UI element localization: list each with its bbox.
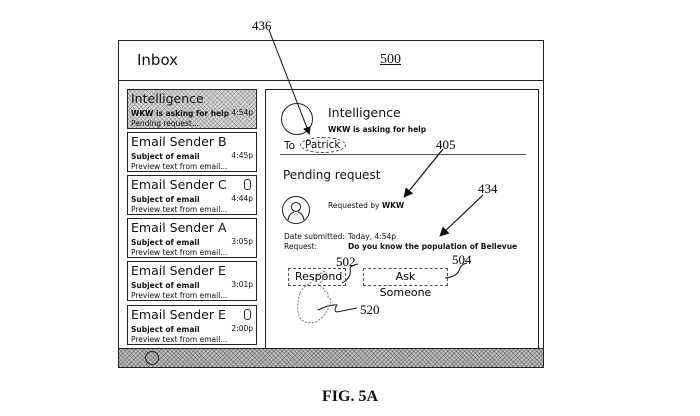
email-sender: Email Sender C (131, 177, 227, 192)
respond-button[interactable]: Respond (288, 268, 346, 286)
hand-tap-icon (297, 271, 332, 324)
email-preview: Preview text from email... (131, 205, 228, 214)
ref-436: 436 (252, 18, 272, 33)
person-icon (287, 201, 305, 221)
requester-avatar (282, 196, 310, 224)
email-sender: Email Sender E (131, 263, 226, 278)
email-time: 3:01p (231, 280, 253, 289)
ref-504: 504 (452, 252, 472, 267)
leader-line-436 (268, 29, 311, 135)
email-sender: Intelligence (131, 91, 204, 106)
sender-avatar (281, 103, 313, 135)
paperclip-icon (244, 179, 251, 190)
email-preview: Pending request... (131, 119, 200, 128)
email-subject: Subject of email (131, 325, 200, 334)
ref-434: 434 (478, 181, 498, 196)
leader-line-504 (444, 262, 468, 279)
request-value: Do you know the population of Bellevue (348, 242, 518, 251)
email-subject: Subject of email (131, 152, 200, 161)
bottom-bar (119, 348, 543, 367)
email-detail-panel: Intelligence WKW is asking for help To P… (265, 89, 539, 350)
email-sender: Email Sender E (131, 307, 226, 322)
title-bar: Inbox 500 (119, 41, 543, 81)
window-title: Inbox (137, 51, 179, 69)
ref-520: 520 (360, 302, 380, 317)
leader-line-520 (317, 304, 358, 313)
email-time: 2:00p (231, 324, 253, 333)
detail-sender: Intelligence (328, 105, 401, 120)
email-time: 4:54p (231, 108, 253, 117)
email-sender: Email Sender A (131, 220, 227, 235)
recipient-name[interactable]: Patrick (300, 137, 346, 153)
leader-line-502 (341, 263, 359, 284)
email-subject: WKW is asking for help (131, 109, 230, 118)
pending-request-title: Pending request (283, 168, 381, 182)
ask-someone-button[interactable]: Ask Someone (363, 268, 448, 299)
requester-name: WKW (381, 201, 405, 210)
requested-by-prefix: Requested by (328, 201, 382, 210)
email-time: 4:45p (231, 151, 253, 160)
figure-caption: FIG. 5A (322, 388, 378, 405)
email-time: 3:05p (231, 237, 253, 246)
requested-by: Requested by WKW (328, 201, 404, 210)
request-label: Request: (284, 242, 317, 251)
leader-line-434 (439, 194, 484, 237)
home-button-icon[interactable] (145, 351, 159, 365)
email-subject: Subject of email (131, 238, 200, 247)
to-label: To (284, 140, 296, 152)
ref-405: 405 (436, 137, 456, 152)
ref-number-500: 500 (380, 52, 401, 67)
ref-502: 502 (336, 254, 356, 269)
email-preview: Preview text from email... (131, 335, 228, 344)
email-preview: Preview text from email... (131, 291, 228, 300)
email-preview: Preview text from email... (131, 248, 228, 257)
divider (280, 154, 526, 155)
email-sender: Email Sender B (131, 134, 227, 149)
detail-subject: WKW is asking for help (328, 125, 427, 134)
email-preview: Preview text from email... (131, 162, 228, 171)
leader-line-405 (403, 148, 444, 198)
email-time: 4:44p (231, 194, 253, 203)
paperclip-icon (244, 309, 251, 320)
date-submitted-label: Date submitted: (284, 232, 345, 241)
date-submitted-value: Today, 4:54p (348, 232, 397, 241)
email-subject: Subject of email (131, 281, 200, 290)
email-subject: Subject of email (131, 195, 200, 204)
